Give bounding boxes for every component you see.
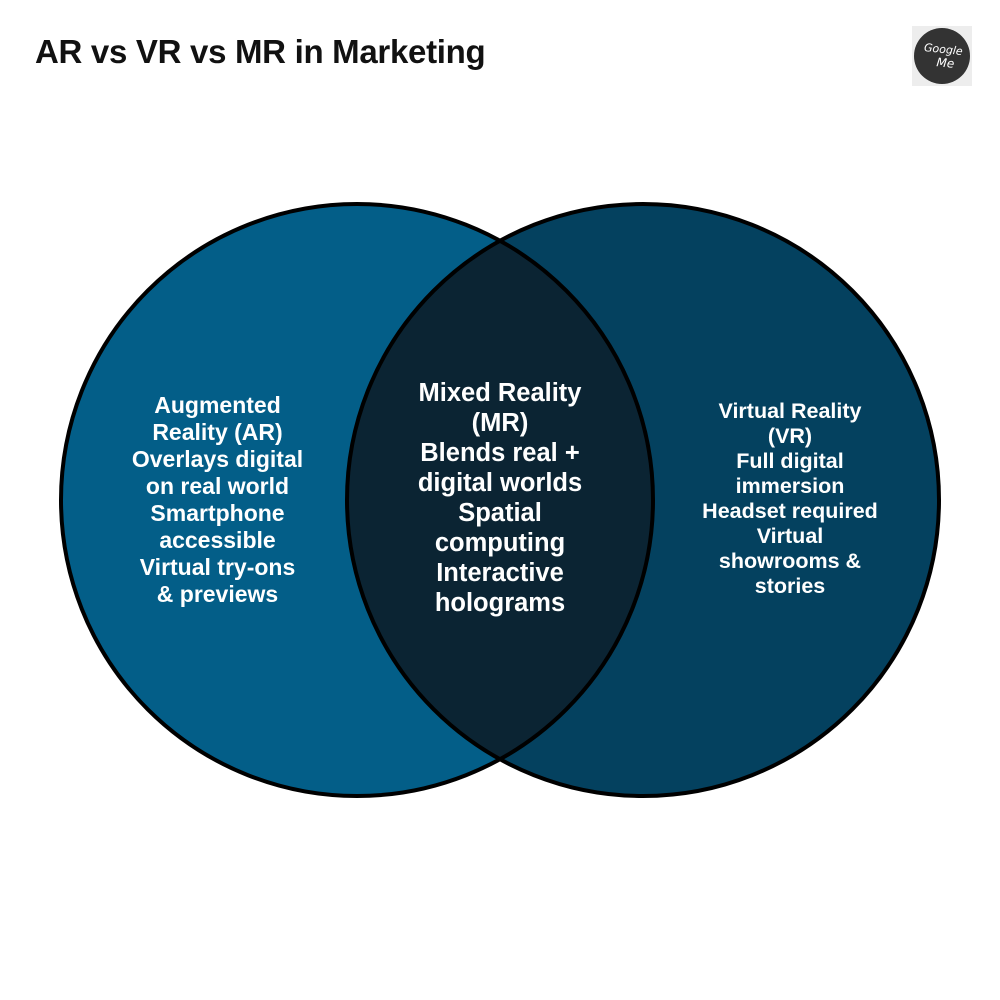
mr-line-8: holograms <box>434 589 566 617</box>
vr-line-4: immersion <box>735 474 845 498</box>
ar-line-4: on real world <box>145 473 290 499</box>
vr-line-1: Virtual Reality <box>718 399 862 423</box>
ar-line-5: Smartphone <box>150 500 285 526</box>
vr-circle-outline <box>345 202 941 798</box>
mr-line-2: (MR) <box>471 409 529 437</box>
mr-line-7: Interactive <box>436 559 564 587</box>
vr-text-block: Virtual Reality (VR) Full digital immers… <box>670 399 910 599</box>
ar-text-block: Augmented Reality (AR) Overlays digital … <box>95 392 340 608</box>
ar-line-2: Reality (AR) <box>152 419 283 445</box>
vr-line-2: (VR) <box>767 424 813 448</box>
vr-line-6: Virtual <box>756 524 824 548</box>
logo-text-line1: Google <box>923 41 963 58</box>
ar-line-8: & previews <box>156 581 279 607</box>
vr-line-5: Headset required <box>702 499 878 523</box>
mr-line-6: computing <box>434 529 566 557</box>
mr-overlap-region <box>347 204 653 796</box>
google-me-logo-icon: Google Me <box>914 28 970 84</box>
vr-line-8: stories <box>754 574 826 598</box>
mr-line-5: Spatial <box>458 499 542 527</box>
page-title: AR vs VR vs MR in Marketing <box>35 33 486 70</box>
vr-line-7: showrooms & <box>718 549 862 573</box>
google-me-logo: Google Me <box>912 26 972 86</box>
mr-line-3: Blends real + <box>420 439 580 467</box>
ar-circle-outline <box>59 202 655 798</box>
ar-line-6: accessible <box>159 527 276 553</box>
ar-line-7: Virtual try-ons <box>139 554 296 580</box>
ar-line-1: Augmented <box>154 392 281 418</box>
ar-line-3: Overlays digital <box>131 446 304 472</box>
vr-line-3: Full digital <box>736 449 844 473</box>
logo-text-line2: Me <box>936 55 955 71</box>
mr-line-4: digital worlds <box>417 469 583 497</box>
mr-line-1: Mixed Reality <box>418 379 582 407</box>
mr-text-block: Mixed Reality (MR) Blends real + digital… <box>370 378 630 618</box>
